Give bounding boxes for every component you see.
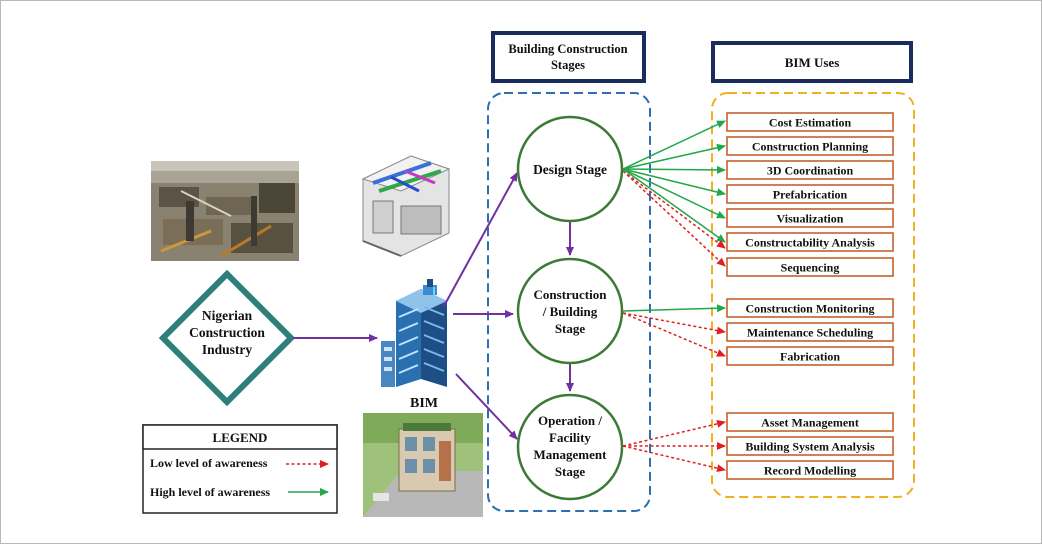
bim-building-icon [381, 279, 447, 387]
arrow-operation-asset [622, 419, 726, 447]
use-box-cost-estimation: Cost Estimation [726, 112, 894, 132]
use-box-construction-monitoring: Construction Monitoring [726, 298, 894, 318]
use-box-record-modelling: Record Modelling [726, 460, 894, 480]
construction-stage-label-2: / Building [542, 304, 598, 319]
arrow-design-constructability [622, 168, 726, 243]
arrow-operation-record [622, 445, 726, 473]
house-render-image [363, 413, 483, 517]
legend-low-label: Low level of awareness [150, 456, 268, 470]
use-label-construction-monitoring: Construction Monitoring [746, 302, 875, 316]
construction-stage-label-3: Stage [555, 321, 586, 336]
use-box-asset-management: Asset Management [726, 412, 894, 432]
operation-stage-label-3: Management [534, 447, 608, 462]
design-stage-circle [516, 115, 624, 223]
use-label-building-system-analysis: Building System Analysis [745, 440, 875, 454]
industry-label-line2: Construction [189, 325, 265, 340]
arrow-design-sequencing [622, 170, 726, 267]
use-label-sequencing: Sequencing [781, 261, 840, 275]
operation-stage-label-2: Facility [549, 430, 591, 445]
use-box-3d-coordination: 3D Coordination [726, 160, 894, 180]
use-box-maintenance-scheduling: Maintenance Scheduling [726, 322, 894, 342]
operation-stage-label-4: Stage [555, 464, 586, 479]
arrow-design-visual [622, 168, 726, 219]
legend-title: LEGEND [213, 430, 268, 445]
use-box-sequencing: Sequencing [726, 257, 894, 277]
use-box-building-system-analysis: Building System Analysis [726, 436, 894, 456]
arrow-design-prefab [622, 168, 726, 196]
industry-label-line1: Nigerian [202, 308, 253, 323]
construction-stage-label-1: Construction [534, 287, 608, 302]
use-box-visualization: Visualization [726, 208, 894, 228]
arrow-design-cost [622, 120, 726, 170]
arrow-bim-to-operation [455, 373, 518, 440]
industry-diamond [158, 269, 296, 407]
arrow-design-planning [622, 143, 726, 170]
industry-label-line3: Industry [202, 342, 253, 357]
use-label-maintenance-scheduling: Maintenance Scheduling [747, 326, 873, 340]
bim-label: BIM [410, 396, 438, 411]
operation-stage-circle [516, 393, 624, 501]
construction-site-image [151, 161, 299, 261]
uses-header-label: BIM Uses [785, 55, 840, 70]
use-label-cost-estimation: Cost Estimation [769, 116, 852, 130]
legend-high-label: High level of awareness [150, 485, 270, 499]
use-label-record-modelling: Record Modelling [764, 464, 856, 478]
bim-model-image [361, 155, 451, 257]
arrow-design-constructability-low [622, 170, 726, 249]
stages-header-line2: Stages [551, 58, 585, 72]
use-label-asset-management: Asset Management [761, 416, 859, 430]
use-label-construction-planning: Construction Planning [752, 140, 868, 154]
legend: LEGEND Low level of awareness High level… [142, 424, 338, 514]
use-box-prefabrication: Prefabrication [726, 184, 894, 204]
arrow-bim-to-design [443, 172, 518, 307]
use-label-prefabrication: Prefabrication [773, 188, 848, 202]
arrow-construction-maintenance [622, 312, 726, 335]
construction-stage-circle [516, 257, 624, 365]
stages-header-line1: Building Construction [508, 42, 627, 56]
use-label-visualization: Visualization [777, 212, 844, 226]
use-label-constructability-analysis: Constructability Analysis [745, 236, 875, 250]
arrow-construction-fabrication [622, 312, 726, 357]
arrow-design-coord3d [622, 165, 726, 174]
design-stage-label: Design Stage [533, 162, 607, 177]
use-box-constructability-analysis: Constructability Analysis [726, 232, 894, 252]
use-box-fabrication: Fabrication [726, 346, 894, 366]
arrow-construction-monitoring [622, 304, 726, 313]
use-label-3d-coordination: 3D Coordination [767, 164, 854, 178]
use-box-construction-planning: Construction Planning [726, 136, 894, 156]
uses-header-box [711, 41, 913, 83]
stages-header-box [491, 31, 646, 83]
uses-container [711, 92, 915, 498]
operation-stage-label-1: Operation / [538, 413, 602, 428]
stages-container [487, 92, 651, 512]
use-label-fabrication: Fabrication [780, 350, 840, 364]
